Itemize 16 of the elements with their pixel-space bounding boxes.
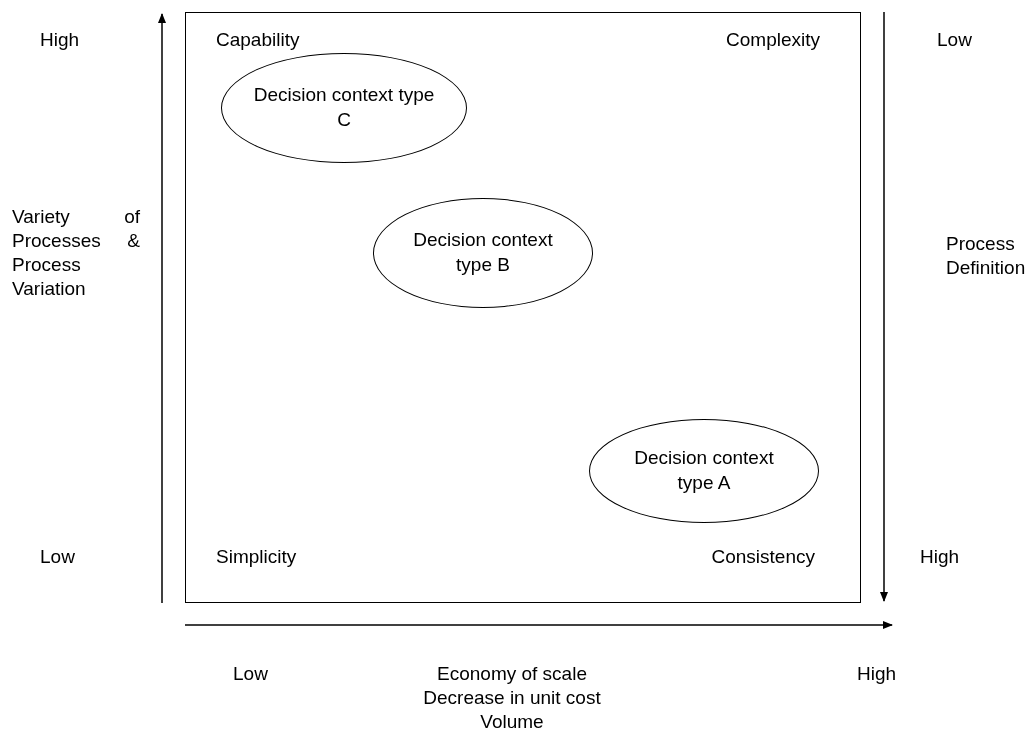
axis-title: Volume	[479, 710, 545, 734]
scale-label: Low	[937, 28, 972, 52]
axis-title: Process Definition	[946, 232, 1025, 280]
axis-title: Decrease in unit cost	[422, 686, 602, 710]
quadrant-label: Complexity	[726, 29, 820, 51]
scale-label: High	[40, 28, 80, 52]
scale-label: High	[857, 662, 897, 686]
quadrant-label: Capability	[216, 29, 300, 51]
quadrant-label: Consistency	[711, 546, 815, 568]
axis-title: Variety of Processes & Process Variation	[12, 205, 140, 301]
scale-label: Low	[233, 662, 268, 686]
axis-title: Economy of scale	[436, 662, 588, 686]
scale-label: High	[920, 545, 960, 569]
quadrant-label: Simplicity	[216, 546, 297, 568]
scale-label: Low	[40, 545, 75, 569]
matrix-frame	[185, 12, 861, 603]
